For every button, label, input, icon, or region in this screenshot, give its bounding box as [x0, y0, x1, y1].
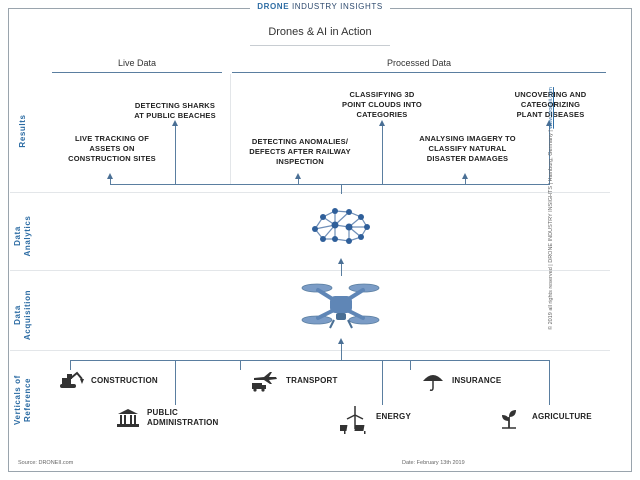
- arrow-plant-diseases: [546, 120, 552, 126]
- wind-solar-icon: [340, 406, 366, 434]
- vertical-energy: Energy: [376, 412, 411, 421]
- vertical-transport: Transport: [286, 376, 338, 385]
- results-baseline: [110, 184, 550, 185]
- result-analysing-imagery: Analysing imagery toclassify naturaldisa…: [419, 134, 516, 163]
- arrow-imagery: [462, 173, 468, 179]
- plant-sprout-icon: [502, 410, 516, 429]
- vertical-public-administration: Publicadministration: [147, 408, 219, 427]
- stem-transport: [240, 360, 241, 370]
- header-live-data: Live Data: [117, 58, 157, 68]
- excavator-icon: [60, 371, 84, 388]
- row-separator: [10, 192, 610, 193]
- arrow-anomalies: [295, 173, 301, 179]
- connector-sharks: [175, 125, 176, 184]
- vertical-construction: Construction: [91, 376, 158, 385]
- umbrella-icon: [423, 375, 443, 391]
- results-stem: [341, 184, 342, 194]
- connector-drone-to-analytics: [341, 262, 342, 276]
- arrow-drone-to-analytics: [338, 258, 344, 264]
- result-detecting-sharks: Detecting sharksat public beaches: [134, 101, 216, 120]
- connector-imagery: [465, 178, 466, 184]
- footer-date: Date: February 13th 2019: [402, 460, 465, 466]
- government-building-icon: [117, 409, 139, 427]
- processed-data-bracket: [232, 72, 606, 73]
- arrow-live-tracking: [107, 173, 113, 179]
- drone-icon: [301, 283, 380, 329]
- result-classifying-point-clouds: Classifying 3Dpoint clouds intocategorie…: [342, 90, 422, 119]
- website-link[interactable]: www.droneii.com: [548, 87, 554, 129]
- column-divider: [230, 74, 231, 184]
- stem-construction: [70, 360, 71, 370]
- diagram-title: Drones & AI in Action: [268, 26, 372, 38]
- footer-source: Source: DRONEII.com: [18, 460, 74, 466]
- ai-brain-network-icon: [312, 208, 370, 244]
- arrow-point-clouds: [379, 120, 385, 126]
- airplane-truck-icon: [252, 372, 277, 392]
- connector-plant-diseases: [549, 125, 550, 184]
- connector-verticals-to-drone: [341, 342, 342, 360]
- row-separator: [10, 350, 610, 351]
- connector-point-clouds: [382, 125, 383, 184]
- brand-logo: DRONE INDUSTRY INSIGHTS: [250, 2, 390, 14]
- connector-live-tracking: [110, 178, 111, 184]
- row-separator: [10, 270, 610, 271]
- verticals-baseline: [70, 360, 550, 361]
- header-processed-data: Processed Data: [386, 58, 452, 68]
- result-live-tracking: Live tracking ofassets onconstruction si…: [68, 134, 156, 163]
- title-underline: [250, 45, 390, 46]
- live-data-bracket: [52, 72, 222, 73]
- result-plant-diseases: Uncovering andCategorizingplant diseases: [514, 90, 587, 119]
- stem-insurance: [410, 360, 411, 370]
- arrow-sharks: [172, 120, 178, 126]
- vertical-agriculture: Agriculture: [532, 412, 592, 421]
- stem-public-administration: [175, 360, 176, 405]
- stem-energy: [382, 360, 383, 405]
- result-detecting-anomalies: Detecting anomalies/defects after railwa…: [249, 137, 351, 166]
- stem-agriculture: [549, 360, 550, 405]
- connector-anomalies: [298, 178, 299, 184]
- vertical-insurance: Insurance: [452, 376, 502, 385]
- arrow-verticals-to-drone: [338, 338, 344, 344]
- rights-note: © 2019 all rights reserved | DRONE INDUS…: [548, 87, 554, 330]
- row-label-results: Results: [18, 114, 27, 148]
